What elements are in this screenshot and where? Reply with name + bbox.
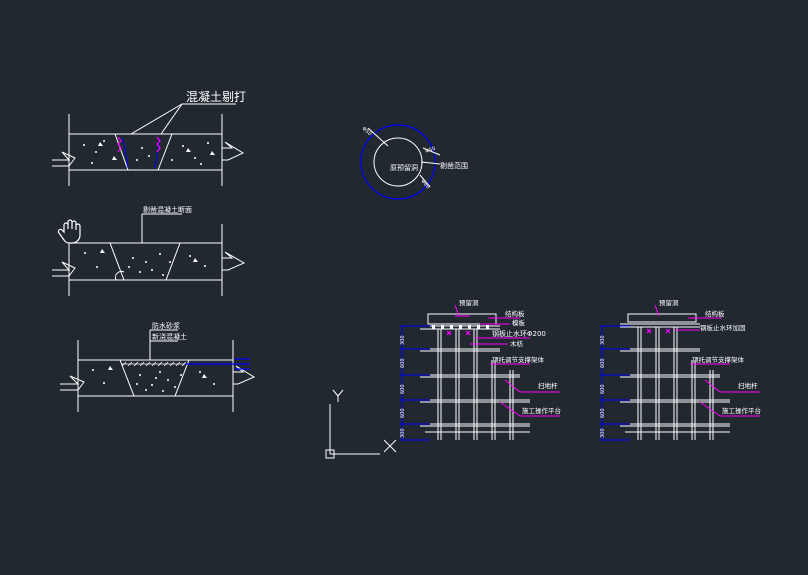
formwork-left-dim-4: 600 xyxy=(400,408,406,418)
formwork-left-label-4: 木枋 xyxy=(510,339,524,348)
slab-detail-mid-hatch xyxy=(84,249,206,276)
formwork-left-label-5: 顶托调节支撑架体 xyxy=(492,355,545,364)
ucs-icon[interactable] xyxy=(325,389,397,459)
formwork-right-dim-3: 600 xyxy=(600,384,606,394)
slab-detail-bottom-hatch xyxy=(92,366,215,392)
circle-dim-bottom: Φ80 xyxy=(419,178,430,190)
formwork-left-ties xyxy=(432,325,489,329)
formwork-left-dimension xyxy=(400,325,430,441)
formwork-left-label-2: 模板 xyxy=(512,318,526,327)
formwork-right-labels: 预留洞 结构板 钢板止水环加固 顶托调节支撑架体 扫地杆 施工操作平台 xyxy=(659,298,761,415)
formwork-right-dim-5: 300 xyxy=(600,428,606,438)
circle-dim-right: Φ50 xyxy=(425,146,437,155)
formwork-left-label-7: 施工操作平台 xyxy=(522,406,561,415)
formwork-left-label-6: 扫地杆 xyxy=(538,381,558,390)
slab-detail-top xyxy=(52,103,245,186)
circle-inner-label: 原预留洞 xyxy=(390,163,418,172)
circle-dim-left: Φ50 xyxy=(361,126,373,137)
slab-detail-bottom-mortar xyxy=(121,361,188,367)
formwork-left-labels: 预留洞 结构板 模板 钢板止水环Φ200 木枋 顶托调节支撑架体 扫地杆 施工操… xyxy=(459,298,561,415)
mid-label: 剔凿混凝土断面 xyxy=(143,205,192,214)
formwork-right-dim-2: 600 xyxy=(600,358,606,368)
formwork-left-dim-2: 600 xyxy=(400,358,406,368)
pan-hand-icon xyxy=(57,219,81,244)
formwork-left-magenta-marks xyxy=(446,330,471,336)
formwork-right-dim-4: 600 xyxy=(600,408,606,418)
formwork-right-label-1: 结构板 xyxy=(705,309,725,318)
formwork-left-leaders xyxy=(454,304,560,417)
formwork-left-top-label: 预留洞 xyxy=(459,298,479,307)
circle-detail xyxy=(360,124,441,200)
formwork-left-dim-5: 300 xyxy=(400,428,406,438)
slab-detail-mid xyxy=(52,213,246,296)
formwork-right xyxy=(620,313,730,440)
formwork-right-top-label: 预留洞 xyxy=(659,298,679,307)
formwork-left-dims: 300 600 600 600 300 xyxy=(400,335,406,438)
slab-detail-bottom-blue-line xyxy=(185,358,250,370)
formwork-left-label-1: 结构板 xyxy=(505,309,525,318)
bottom-label-2: 新浇混凝土 xyxy=(152,332,187,341)
formwork-right-label-4: 扫地杆 xyxy=(738,381,758,390)
slab-detail-bottom xyxy=(60,329,256,412)
bottom-label-1: 防水砂浆 xyxy=(152,321,180,330)
top-label: 混凝土剔打 xyxy=(186,89,246,104)
formwork-right-label-5: 施工操作平台 xyxy=(722,406,761,415)
formwork-right-dim-1: 300 xyxy=(600,335,606,345)
formwork-right-label-3: 顶托调节支撑架体 xyxy=(692,355,745,364)
formwork-right-magenta-marks xyxy=(646,328,671,334)
slab-detail-top-hatch xyxy=(83,140,215,165)
circle-right-label: 剔凿范围 xyxy=(440,161,468,170)
formwork-right-leaders xyxy=(654,304,760,417)
formwork-left-label-3: 钢板止水环Φ200 xyxy=(492,329,546,338)
formwork-right-dims: 300 600 600 600 300 xyxy=(600,335,606,438)
slab-detail-top-magenta-marks xyxy=(117,136,161,153)
formwork-right-dimension xyxy=(600,325,630,441)
formwork-left-dim-1: 300 xyxy=(400,335,406,345)
formwork-left-dim-3: 600 xyxy=(400,384,406,394)
formwork-right-label-2: 钢板止水环加固 xyxy=(700,323,746,332)
